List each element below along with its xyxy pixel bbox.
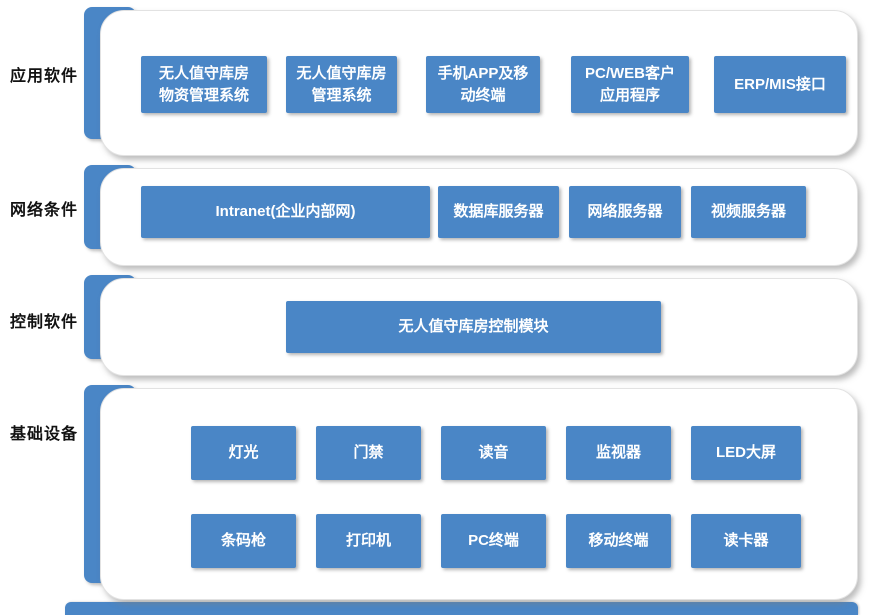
layer-label-network-conditions: 网络条件 xyxy=(9,202,78,219)
layer-application-software: 应用软件 无人值守库房 物资管理系统 无人值守库房 管理系统 手机APP及移 动… xyxy=(10,7,858,156)
video-server-box: 视频服务器 xyxy=(691,186,806,238)
layer-basic-equipment: 基础设备 灯光 门禁 读音 监视器 LED大屏 条码枪 打印机 PC终端 移动终… xyxy=(10,385,858,600)
unattended-warehouse-material-system-box: 无人值守库房 物资管理系统 xyxy=(141,56,267,113)
warehouse-control-module-box: 无人值守库房控制模块 xyxy=(286,301,661,353)
led-screen-box: LED大屏 xyxy=(691,426,801,480)
intranet-box: Intranet(企业内部网) xyxy=(141,186,430,238)
erp-mis-interface-box: ERP/MIS接口 xyxy=(714,56,846,113)
layer-panel: 灯光 门禁 读音 监视器 LED大屏 条码枪 打印机 PC终端 移动终端 读卡器 xyxy=(100,388,858,600)
layer-panel: Intranet(企业内部网) 数据库服务器 网络服务器 视频服务器 xyxy=(100,168,858,266)
barcode-gun-box: 条码枪 xyxy=(191,514,296,568)
layer-panel: 无人值守库房控制模块 xyxy=(100,278,858,376)
access-control-box: 门禁 xyxy=(316,426,421,480)
layer-label-control-software: 控制软件 xyxy=(9,314,78,331)
monitor-box: 监视器 xyxy=(566,426,671,480)
layer-label-application-software: 应用软件 xyxy=(9,68,78,85)
pc-web-client-box: PC/WEB客户 应用程序 xyxy=(571,56,689,113)
web-server-box: 网络服务器 xyxy=(569,186,681,238)
layer-control-software: 控制软件 无人值守库房控制模块 xyxy=(10,275,858,376)
unattended-warehouse-system-box: 无人值守库房 管理系统 xyxy=(286,56,397,113)
partial-layer-tab xyxy=(65,602,858,615)
card-reader-box: 读卡器 xyxy=(691,514,801,568)
audio-box: 读音 xyxy=(441,426,546,480)
database-server-box: 数据库服务器 xyxy=(438,186,559,238)
printer-box: 打印机 xyxy=(316,514,421,568)
layer-panel: 无人值守库房 物资管理系统 无人值守库房 管理系统 手机APP及移 动终端 PC… xyxy=(100,10,858,156)
pc-terminal-box: PC终端 xyxy=(441,514,546,568)
mobile-terminal-box: 移动终端 xyxy=(566,514,671,568)
layer-label-basic-equipment: 基础设备 xyxy=(9,426,78,443)
layer-network-conditions: 网络条件 Intranet(企业内部网) 数据库服务器 网络服务器 视频服务器 xyxy=(10,165,858,266)
mobile-app-terminal-box: 手机APP及移 动终端 xyxy=(426,56,540,113)
lighting-box: 灯光 xyxy=(191,426,296,480)
